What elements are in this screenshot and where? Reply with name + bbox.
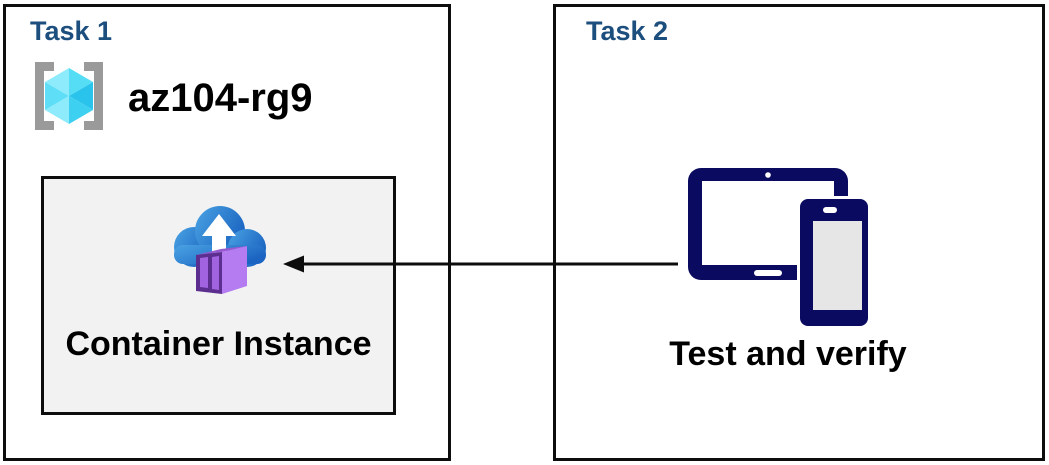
resource-group-label: az104-rg9 [128, 76, 313, 120]
container-instance-icon [163, 189, 278, 309]
test-and-verify-label: Test and verify [669, 335, 907, 373]
tablet-and-phone-icon [688, 166, 878, 336]
phone-icon [797, 196, 871, 329]
task2-panel: Task 2 Test and verify [553, 4, 1045, 461]
container-instance-panel: Container Instance [41, 176, 396, 415]
container-instance-label: Container Instance [65, 325, 372, 363]
task1-panel: Task 1 az104-rg9 [3, 4, 451, 461]
task2-title: Task 2 [586, 16, 669, 46]
resource-group-icon [33, 61, 105, 136]
resource-group-row: az104-rg9 [33, 61, 313, 136]
task1-title: Task 1 [30, 16, 113, 46]
